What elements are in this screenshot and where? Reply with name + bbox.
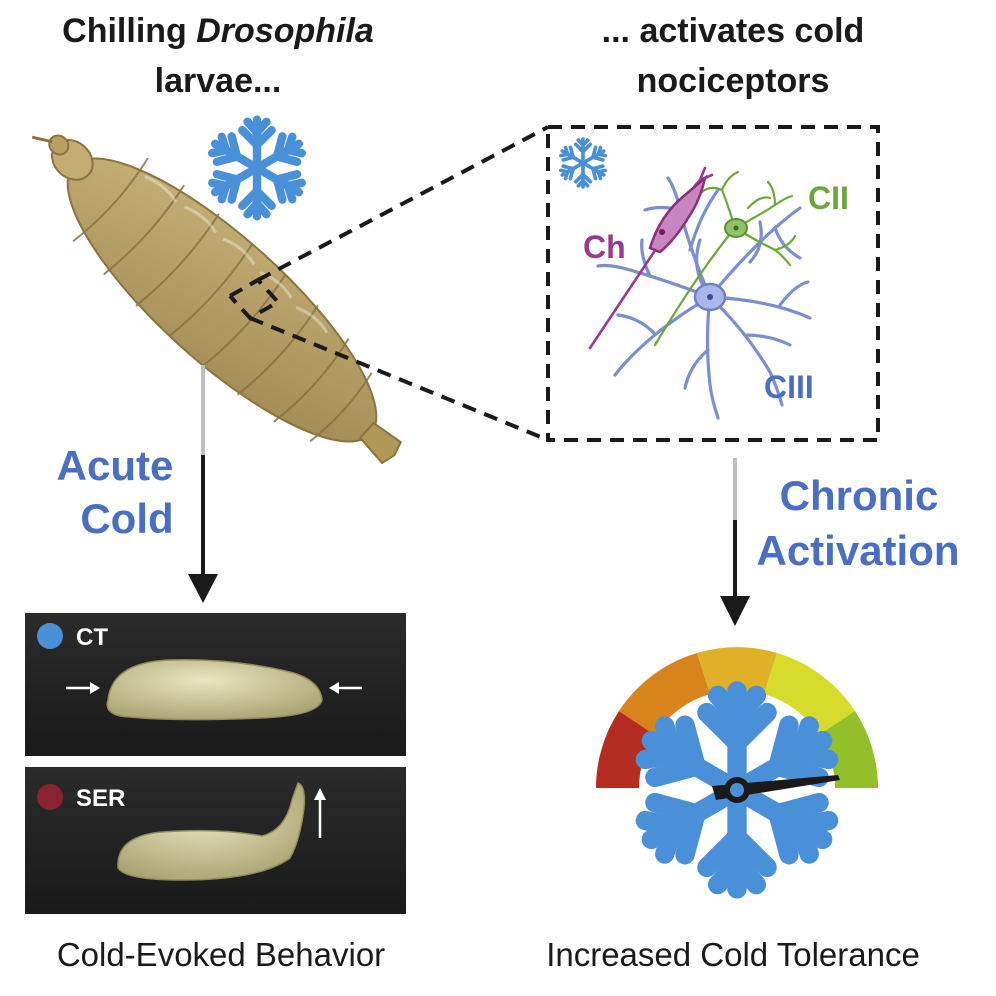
ser-arrow-up-head [314, 788, 326, 800]
larva-illustration [31, 134, 403, 465]
ct-label: CT [76, 624, 108, 651]
left-heading-line1: Chilling Drosophila [62, 12, 374, 50]
gauge-segment-lime [764, 653, 855, 735]
chronic-arrow-head [720, 596, 750, 626]
right-heading-line2: nociceptors [637, 62, 830, 100]
ct-photo-panel: CT [25, 613, 406, 756]
chronic-label-line2: Activation [756, 527, 959, 574]
acute-arrow-head [188, 574, 218, 603]
caption-right: Increased Cold Tolerance [546, 936, 920, 973]
chronic-label-line1: Chronic [780, 472, 939, 519]
zoom-region [228, 277, 282, 321]
ch-nucleus [659, 229, 665, 235]
ct-arrow-right-head [329, 682, 339, 694]
right-heading-line1: ... activates cold [602, 12, 865, 50]
ct-larva-photo [106, 659, 323, 721]
ser-label: SER [76, 785, 125, 812]
ser-larva-photo [117, 782, 306, 881]
gauge-icon [596, 647, 878, 788]
zoom-connector-bottom [249, 316, 549, 442]
ciii-neuron [596, 176, 812, 420]
snowflake-icon [208, 120, 306, 217]
gauge-segment-yellow [697, 647, 777, 694]
label-ciii: CIII [764, 369, 814, 405]
label-cii: CII [808, 180, 849, 216]
gauge-segment-orange [619, 653, 710, 735]
label-ch: Ch [583, 229, 626, 265]
cii-nucleus [733, 225, 739, 231]
cii-neuron [653, 170, 797, 347]
ct-arrow-left-head [90, 682, 100, 694]
zoom-connector-top [257, 125, 549, 282]
acute-label-line2: Cold [80, 495, 173, 542]
acute-label-line1: Acute [57, 442, 174, 489]
ser-dot [37, 784, 63, 810]
left-heading-line2: larvae... [155, 62, 282, 100]
ser-photo-panel: SER [25, 767, 406, 914]
ct-dot [37, 623, 63, 649]
gauge-segment-red [596, 711, 655, 788]
needle-icon [712, 775, 840, 803]
caption-left: Cold-Evoked Behavior [57, 936, 385, 973]
gauge-segment-green [819, 711, 878, 788]
ciii-nucleus [707, 294, 713, 300]
